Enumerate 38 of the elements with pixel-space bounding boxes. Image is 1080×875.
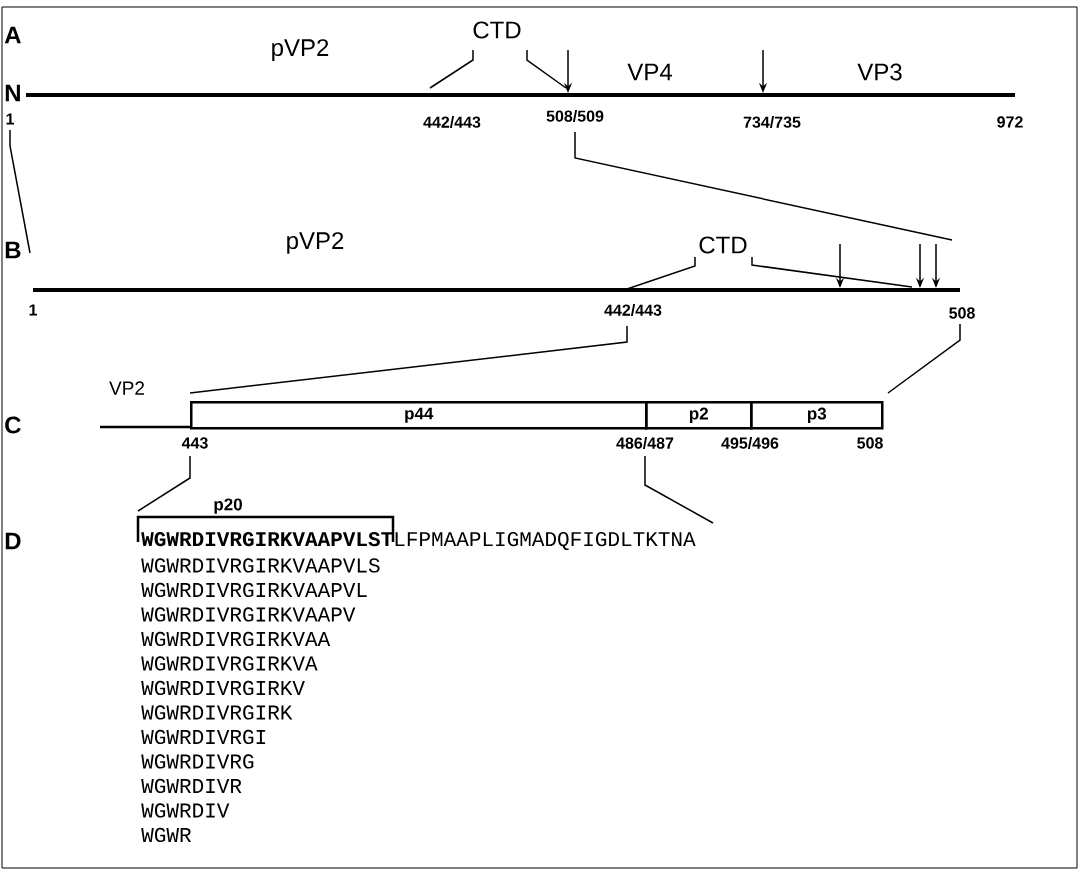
peptide-sequence: WGWRDIVR	[141, 778, 242, 794]
protein-label: VP3	[857, 63, 902, 81]
protein-label: pVP2	[287, 232, 344, 254]
residue-number: 442/443	[423, 116, 481, 128]
peptide-sequence: WGWRDIVRGIRK	[141, 705, 293, 720]
panel-letter: D	[5, 532, 21, 550]
residue-number: 495/496	[721, 437, 779, 449]
peptide-sequence: WGWRDIVRGIRKV	[141, 680, 305, 696]
residue-number: 508/509	[546, 110, 604, 122]
segment-box: p44	[190, 401, 648, 430]
residue-number: 443	[181, 437, 208, 449]
residue-number: 972	[997, 116, 1023, 128]
residue-number: 1	[6, 113, 14, 125]
panel-letter: N	[5, 84, 20, 102]
protein-label: CTD	[473, 21, 521, 39]
protein-label: VP4	[627, 63, 672, 81]
residue-number: 508	[949, 307, 975, 319]
residue-number: 734/735	[743, 116, 801, 128]
residue-number: 442/443	[604, 304, 662, 316]
peptide-sequence: WGWRDIVRGIRKVAAPVL	[141, 582, 367, 598]
peptide-sequence: WGWR	[141, 827, 192, 843]
residue-number: 486/487	[616, 437, 674, 449]
panel-letter: B	[5, 241, 21, 259]
residue-number: 1	[29, 304, 37, 316]
peptide-sequence: WGWRDIVRGIRKVAAPV	[141, 607, 356, 622]
peptide-sequence: WGWRDIV	[141, 803, 230, 818]
segment-box: p2	[645, 401, 753, 430]
peptide-sequence: WGWRDIVRG	[141, 754, 254, 769]
peptide-sequence: WGWRDIVRGIRKVA	[141, 656, 318, 671]
protein-label: pVP2	[272, 39, 329, 61]
protein-label: CTD	[699, 236, 747, 254]
panel-letter: C	[5, 416, 21, 434]
protein-label: VP2	[109, 381, 144, 395]
peptide-sequence: WGWRDIVRGIRKVAA	[141, 631, 331, 647]
peptide-sequence: WGWRDIVRGIRKVAAPVLSTLFPMAAPLIGMADQFIGDLTKTNA	[141, 532, 696, 550]
segment-box: p3	[750, 401, 884, 430]
peptide-sequence: WGWRDIVRGI	[141, 729, 266, 745]
panel-letter: A	[4, 26, 21, 44]
